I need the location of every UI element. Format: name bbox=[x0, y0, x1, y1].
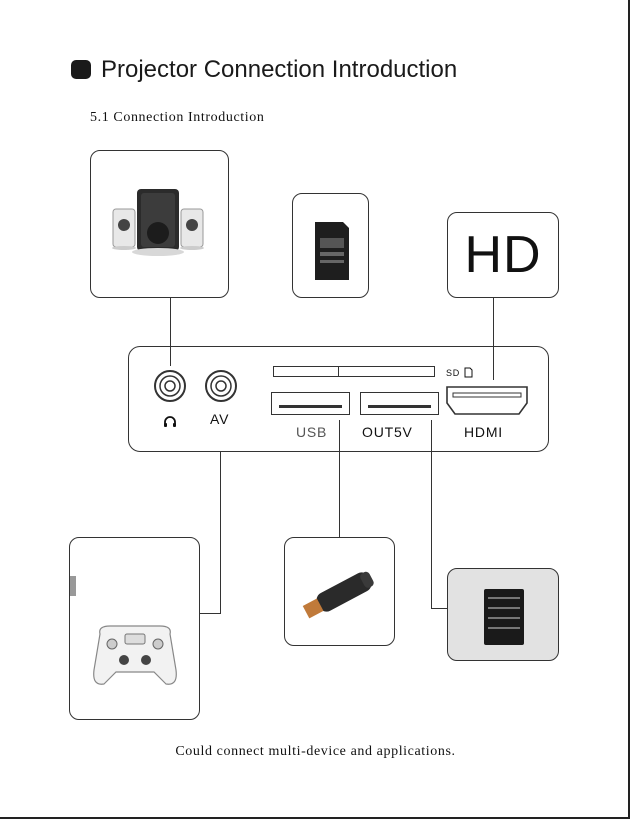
title-bullet bbox=[71, 60, 91, 79]
headphone-jack bbox=[153, 369, 187, 403]
out5v-port-tongue bbox=[368, 405, 431, 408]
out5v-port bbox=[360, 392, 439, 415]
micro-sd-card-image bbox=[293, 194, 369, 298]
speaker-system-image bbox=[91, 151, 229, 298]
micro-sd-card-box bbox=[292, 193, 369, 298]
game-controller-box bbox=[69, 537, 200, 720]
page-title: Projector Connection Introduction bbox=[101, 56, 457, 84]
usb-flash-drive-image bbox=[285, 538, 395, 646]
sd-port-label: SD bbox=[446, 368, 460, 378]
power-module-image bbox=[448, 569, 559, 661]
page-caption: Could connect multi-device and applicati… bbox=[0, 744, 631, 760]
av-wire-horizontal bbox=[200, 613, 221, 614]
av-port-label: AV bbox=[210, 411, 229, 427]
hdmi-port-label: HDMI bbox=[464, 424, 503, 440]
usb-wire bbox=[339, 420, 340, 537]
section-subtitle: 5.1 Connection Introduction bbox=[90, 110, 264, 126]
out5v-wire-vertical bbox=[431, 420, 432, 609]
hd-display-label: HD bbox=[448, 213, 558, 297]
out5v-port-label: OUT5V bbox=[362, 424, 413, 440]
sd-card-slot bbox=[273, 366, 435, 377]
headphone-icon bbox=[163, 415, 177, 428]
out5v-wire-horizontal bbox=[431, 608, 448, 609]
av-wire-vertical bbox=[220, 452, 221, 614]
usb-port-label: USB bbox=[296, 424, 327, 440]
usb-flash-drive-box bbox=[284, 537, 395, 646]
av-jack bbox=[204, 369, 238, 403]
usb-port bbox=[271, 392, 350, 415]
usb-port-tongue bbox=[279, 405, 342, 408]
sd-card-icon bbox=[464, 367, 473, 378]
power-module-box bbox=[447, 568, 559, 661]
hd-display-box: HD bbox=[447, 212, 559, 298]
game-controller-image bbox=[70, 538, 200, 720]
speaker-system-box bbox=[90, 150, 229, 298]
sd-slot-divider bbox=[338, 366, 339, 377]
hdmi-port bbox=[445, 383, 529, 417]
